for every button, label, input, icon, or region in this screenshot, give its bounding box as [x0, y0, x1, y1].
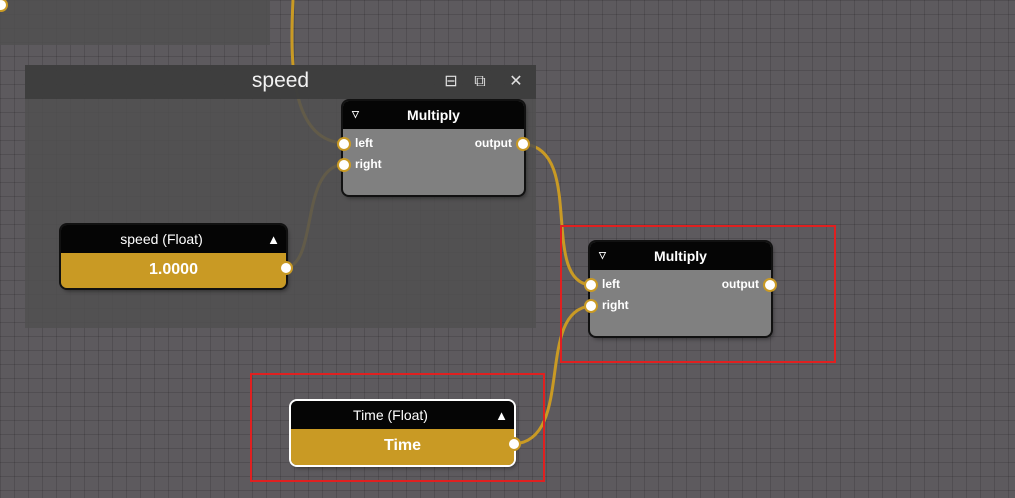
input-label-right: right [602, 298, 629, 312]
output-port[interactable] [516, 137, 530, 151]
upstream-group-fragment [0, 0, 270, 45]
group-header[interactable]: speed ⊟ ⧉ ✕ [25, 65, 536, 99]
pop-out-icon[interactable]: ⧉ [474, 73, 486, 90]
node-title: Time (Float) [353, 407, 428, 423]
node-header[interactable]: Time (Float) ▲ [291, 401, 514, 429]
multiply-node-2[interactable]: ▽ Multiply left right output [584, 242, 777, 336]
time-output-port[interactable] [507, 437, 521, 451]
node-title: Multiply [407, 107, 460, 123]
input-port-right[interactable] [584, 299, 598, 313]
float-value-field[interactable]: Time [291, 429, 514, 465]
highlight-box-time [250, 373, 545, 482]
output-port[interactable] [763, 278, 777, 292]
node-header[interactable]: ▽ Multiply [343, 101, 524, 129]
output-label: output [721, 277, 759, 291]
minimize-icon[interactable]: ⊟ [444, 73, 458, 90]
highlight-box-multiply [560, 225, 836, 363]
node-header[interactable]: speed (Float) ▲ [61, 225, 286, 253]
node-title: speed (Float) [120, 231, 203, 247]
close-icon[interactable]: ✕ [509, 73, 523, 90]
collapse-triangle-icon[interactable]: ▽ [599, 250, 606, 260]
collapse-triangle-icon[interactable]: ▽ [352, 109, 359, 119]
input-label-left: left [602, 277, 620, 291]
time-float-node[interactable]: Time (Float) ▲ Time [291, 401, 514, 465]
multiply-node-1[interactable]: ▽ Multiply left right output [337, 101, 530, 195]
group-title: speed [251, 69, 310, 92]
float-value-field[interactable]: 1.0000 [61, 253, 286, 288]
node-header[interactable]: ▽ Multiply [590, 242, 771, 270]
input-label-left: left [355, 136, 373, 150]
expand-triangle-icon[interactable]: ▲ [495, 408, 508, 423]
input-port-left[interactable] [337, 137, 351, 151]
expand-triangle-icon[interactable]: ▲ [267, 232, 280, 247]
input-port-right[interactable] [337, 158, 351, 172]
output-label: output [474, 136, 512, 150]
node-title: Multiply [654, 248, 707, 264]
speed-float-node[interactable]: speed (Float) ▲ 1.0000 [61, 225, 286, 288]
input-label-right: right [355, 157, 382, 171]
speed-output-port[interactable] [279, 261, 293, 275]
upstream-output-port[interactable] [0, 0, 8, 12]
input-port-left[interactable] [584, 278, 598, 292]
